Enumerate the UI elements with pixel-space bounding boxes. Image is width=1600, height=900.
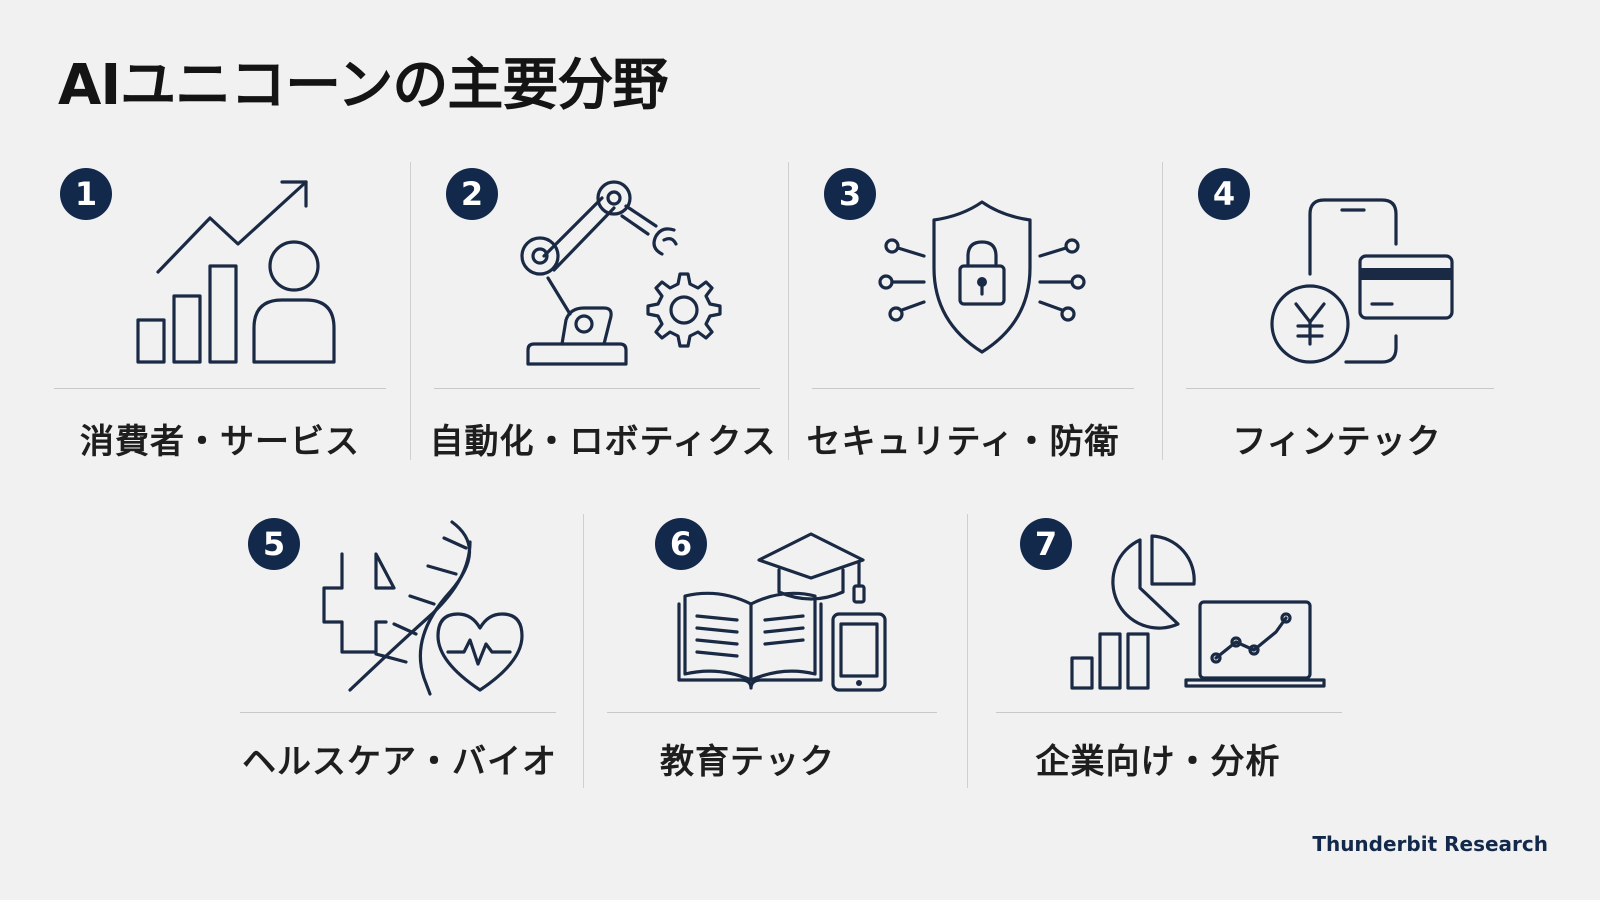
book-graduation-cap-icon <box>675 530 891 696</box>
number-badge: 4 <box>1198 168 1250 220</box>
category-label: ヘルスケア・バイオ <box>242 742 557 782</box>
separator-rule <box>996 712 1342 713</box>
cross-dna-heart-icon <box>320 518 524 698</box>
category-card-7: 7 企業向け・分析 <box>968 512 1348 792</box>
category-label: 教育テック <box>660 742 835 782</box>
category-label: セキュリティ・防衛 <box>806 422 1120 462</box>
phone-card-yen-icon <box>1254 196 1454 368</box>
column-divider <box>788 162 789 460</box>
separator-rule <box>54 388 386 389</box>
column-divider <box>967 514 968 788</box>
category-card-4: 4 フィンテック <box>1162 160 1512 462</box>
category-label: フィンテック <box>1232 422 1442 462</box>
category-label: 消費者・サービス <box>80 422 360 462</box>
footer-credit: Thunderbit Research <box>1312 832 1548 856</box>
separator-rule <box>240 712 556 713</box>
column-divider <box>1162 162 1163 460</box>
separator-rule <box>434 388 760 389</box>
number-badge: 2 <box>446 168 498 220</box>
category-label: 自動化・ロボティクス <box>429 422 777 462</box>
page-title: AIユニコーンの主要分野 <box>58 53 668 118</box>
category-card-6: 6 教育テック <box>583 512 968 792</box>
robot-arm-gear-icon <box>514 174 726 370</box>
category-row-1: 1 消費者・サービス 2 <box>54 160 1512 462</box>
category-card-2: 2 自動化・ロボティクス <box>410 160 788 462</box>
category-card-5: 5 ヘルスケア・バイオ <box>240 512 583 792</box>
separator-rule <box>607 712 937 713</box>
category-card-1: 1 消費者・サービス <box>54 160 410 462</box>
number-badge: 6 <box>655 518 707 570</box>
separator-rule <box>812 388 1134 389</box>
shield-lock-icon <box>874 198 1090 358</box>
category-label: 企業向け・分析 <box>1035 742 1281 782</box>
number-badge: 1 <box>60 168 112 220</box>
growth-chart-user-icon <box>130 174 340 370</box>
category-card-3: 3 セキュリティ・防衛 <box>788 160 1162 462</box>
number-badge: 5 <box>248 518 300 570</box>
pie-bar-laptop-icon <box>1068 534 1332 694</box>
column-divider <box>583 514 584 788</box>
separator-rule <box>1186 388 1494 389</box>
column-divider <box>410 162 411 460</box>
category-row-2: 5 ヘルスケア・バイオ 6 <box>240 512 1348 792</box>
number-badge: 3 <box>824 168 876 220</box>
number-badge: 7 <box>1020 518 1072 570</box>
